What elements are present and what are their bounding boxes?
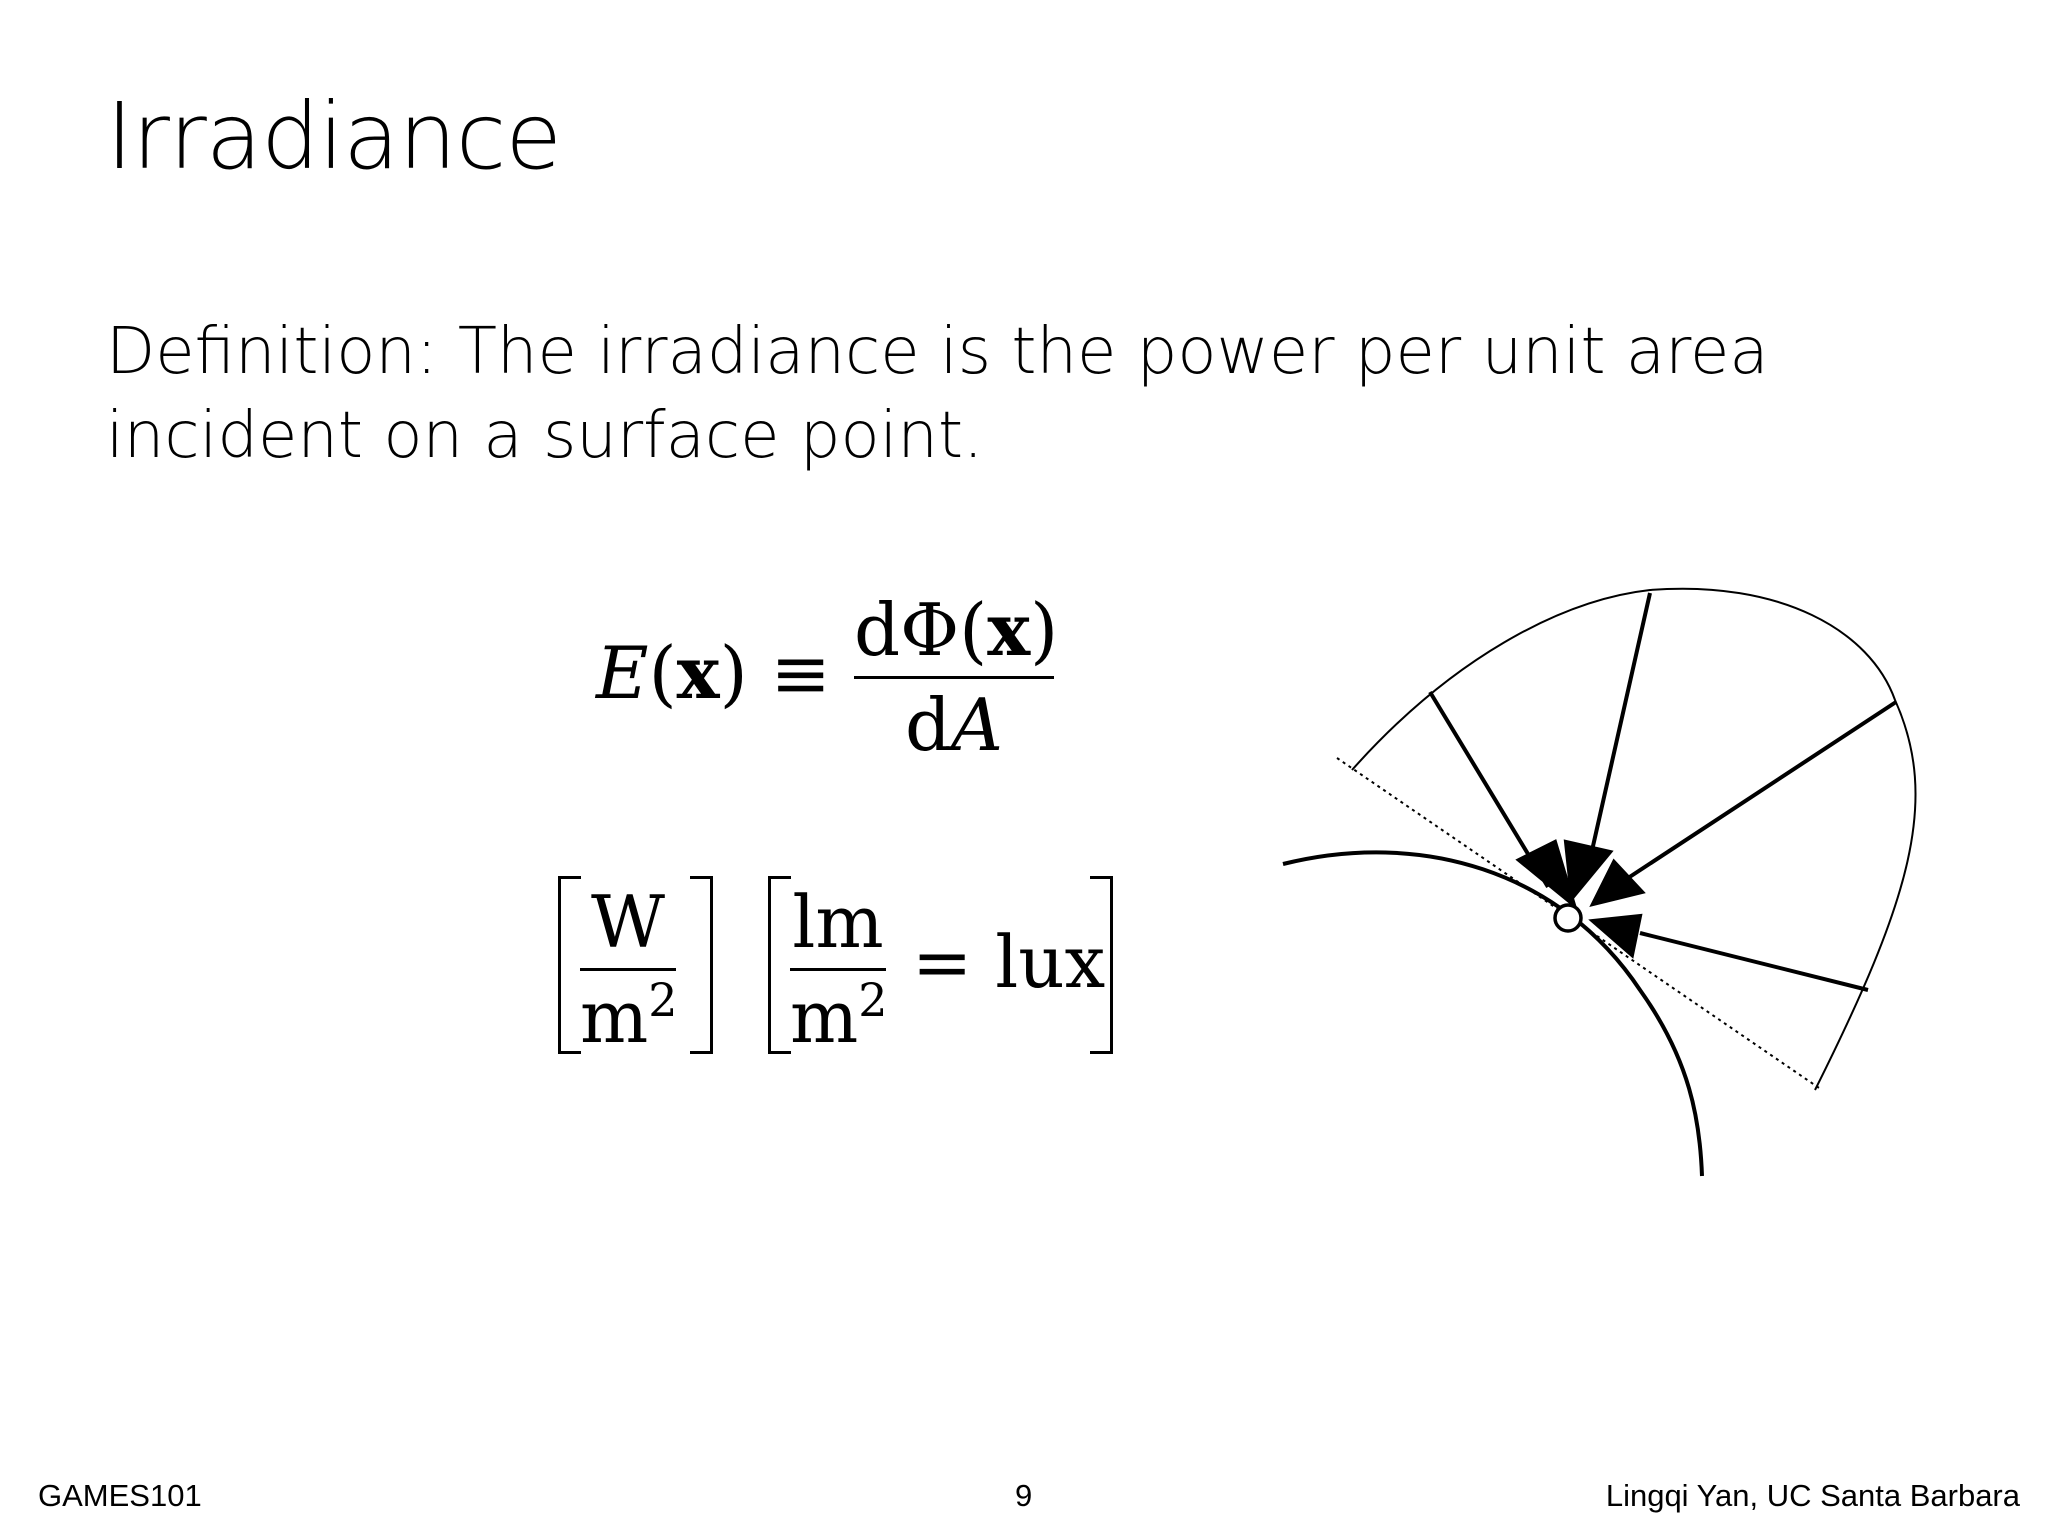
unit2-exp: 2 [858, 973, 888, 1027]
unit1-exp: 2 [648, 973, 678, 1027]
ray-3 [1623, 700, 1898, 882]
hemisphere-outline [1351, 587, 1917, 1091]
var-x: x [676, 630, 720, 715]
var-E: E [596, 631, 649, 715]
footer-page-number: 9 [1015, 1478, 1033, 1513]
num-d: d [854, 588, 901, 672]
fraction-bar [854, 676, 1054, 679]
slide-title: Irradiance [106, 83, 562, 190]
irradiance-equation: E(x) ≡ dΦ(x) dA [596, 590, 1066, 766]
definition-text: Definition: The irradiance is the power … [106, 315, 1769, 473]
unit1-numerator: W [590, 880, 665, 964]
ray-2-arrowhead [1563, 839, 1614, 903]
bracket-left-2 [768, 876, 791, 1054]
equation-lhs: E(x) ≡ [596, 630, 831, 715]
unit-watts-per-m2: W m2 [580, 880, 678, 1059]
ray-4 [1639, 931, 1869, 992]
ray-1-arrowhead [1515, 839, 1578, 911]
lux-equality: = lux [912, 920, 1106, 1004]
unit2-denominator: m2 [790, 975, 888, 1059]
flux-fraction: dΦ(x) dA [854, 587, 1058, 765]
fraction-denominator: dA [854, 685, 1054, 765]
ray-2 [1589, 592, 1652, 856]
num-x: x [987, 587, 1031, 672]
bracket-right-2 [1090, 876, 1113, 1054]
bracket-right-1 [690, 876, 713, 1054]
den-A: A [951, 683, 1004, 767]
paren-open: ( [648, 631, 677, 715]
equiv-symbol: ≡ [770, 631, 831, 715]
surface-curve [1282, 850, 1704, 1177]
incident-rays [1428, 592, 1898, 992]
footer-author: Lingqi Yan, UC Santa Barbara [1605, 1478, 2020, 1513]
num-close: ) [1030, 588, 1059, 672]
ray-3-arrowhead [1589, 858, 1646, 907]
unit2-bar [790, 968, 886, 971]
footer-course: GAMES101 [38, 1478, 202, 1513]
bracket-left-1 [558, 876, 581, 1054]
num-phi: Φ( [900, 588, 988, 672]
unit1-denominator: m2 [580, 975, 678, 1059]
unit2-numerator: lm [792, 880, 884, 964]
units-equation: W m2 lm m2 = lux [550, 876, 1130, 1066]
surface-point [1553, 903, 1583, 933]
den-d: d [904, 683, 952, 767]
unit1-bar [580, 968, 676, 971]
paren-close: ) [719, 631, 748, 715]
unit-lumens-per-m2: lm m2 [790, 880, 888, 1059]
ray-4-arrowhead [1588, 913, 1643, 959]
unit1-m: m [580, 975, 649, 1059]
fraction-numerator: dΦ(x) [854, 587, 1058, 672]
unit2-m: m [790, 975, 859, 1059]
